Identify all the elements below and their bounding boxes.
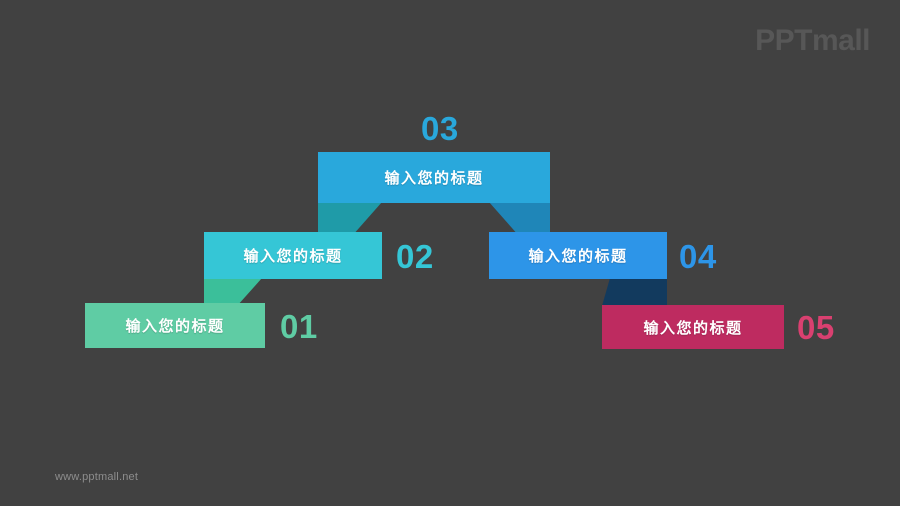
level-02-number: 02 [396,238,434,275]
level-01-label: 输入您的标题 [125,318,225,335]
level-03-number: 03 [421,110,459,147]
connector-tail-03-left [318,202,438,236]
connector-tail-04-right [602,278,712,306]
footer-url: www.pptmall.net [55,471,139,483]
level-05-band[interactable]: 输入您的标题 [602,305,784,349]
level-03-label: 输入您的标题 [384,170,484,187]
connector-tail-03-right [489,202,609,236]
level-01-band[interactable]: 输入您的标题 [85,303,265,348]
level-05-number: 05 [797,309,835,346]
level-01-number: 01 [280,308,318,345]
level-04-number: 04 [679,238,717,275]
level-03-band[interactable]: 输入您的标题 [318,152,550,203]
connector-tail-02-left [204,278,314,306]
level-04-band[interactable]: 输入您的标题 [489,232,667,279]
pptmall-logo: PPTmall [755,24,870,57]
level-05-label: 输入您的标题 [643,319,743,337]
level-02-band[interactable]: 输入您的标题 [204,232,382,279]
level-02-label: 输入您的标题 [243,248,343,265]
level-04-label: 输入您的标题 [528,248,628,265]
